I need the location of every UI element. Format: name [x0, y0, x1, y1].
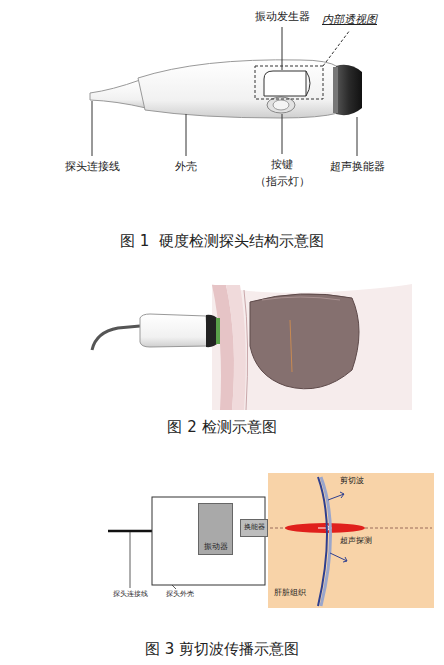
node-text: 换能器: [244, 524, 265, 532]
figure-caption: 图 2 检测示意图: [167, 418, 276, 436]
part-label: 外壳: [175, 160, 197, 173]
figure-caption: 图 1 硬度检测探头结构示意图: [120, 232, 324, 250]
node-text: 剪切波: [340, 477, 364, 486]
part-label: 振动发生器: [255, 10, 310, 23]
part-label: 超声换能器: [330, 160, 385, 173]
vibrator-box: 振动器: [198, 503, 233, 555]
part-label: 探头连接线: [113, 590, 148, 598]
liver-tissue-region: 剪切波超声探测肝脏组织: [268, 473, 434, 608]
part-label: 探头外壳: [166, 590, 194, 598]
figure-caption: 图 3 剪切波传播示意图: [145, 640, 299, 658]
part-label: 探头连接线: [65, 160, 120, 173]
node-text: 超声探测: [340, 537, 372, 546]
part-label: 按键: [271, 158, 293, 171]
node-text: 肝脏组织: [274, 589, 306, 598]
transducer-box: 换能器: [240, 519, 268, 537]
shear-wave-drawing: [108, 473, 434, 608]
part-label: 内部透视图: [322, 13, 377, 26]
detection-drawing: [92, 284, 412, 410]
node-text: 振动器: [204, 543, 228, 552]
part-label: （指示灯）: [255, 175, 310, 188]
probe-drawing: [90, 27, 362, 156]
